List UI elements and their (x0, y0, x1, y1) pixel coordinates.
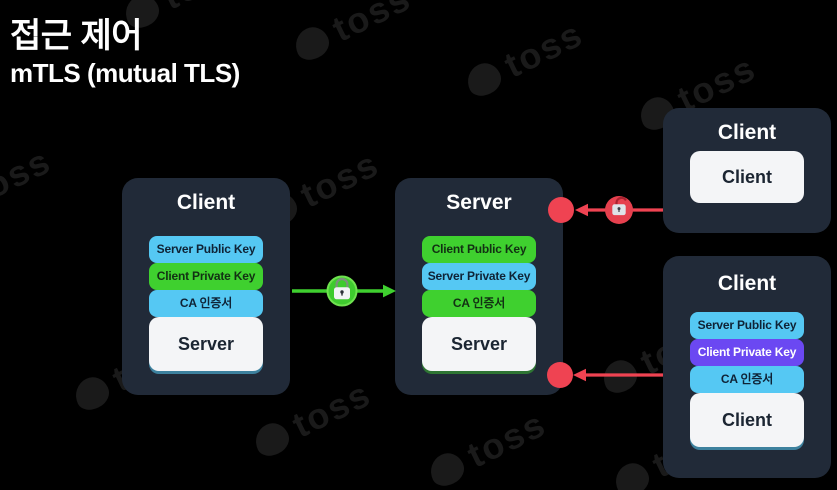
toss-logo-icon (609, 457, 654, 490)
key-row-ca-cert: CA 인증서 (422, 290, 536, 317)
client-left-box: Client Server Public Key Client Private … (122, 178, 290, 395)
server-middle-key-stack: Client Public Key Server Private Key CA … (422, 236, 536, 371)
server-middle-title: Server (446, 191, 512, 214)
toss-watermark-text: toss (156, 0, 248, 18)
toss-watermark: toss (422, 403, 553, 490)
client-bottom-right-key-stack: Server Public Key Client Private Key CA … (690, 312, 804, 447)
secure-connection-arrow (292, 275, 396, 307)
key-row-client-private-key: Client Private Key (149, 263, 263, 290)
key-row-server-private-key: Server Private Key (422, 263, 536, 290)
toss-watermark-text: toss (0, 139, 58, 213)
toss-watermark: toss (287, 0, 418, 69)
toss-watermark-text: toss (497, 12, 590, 86)
toss-logo-icon (69, 371, 114, 415)
toss-logo-icon (461, 57, 506, 101)
toss-watermark-text: toss (293, 142, 386, 216)
key-row-server-public-key: Server Public Key (149, 236, 263, 263)
client-top-right-title: Client (717, 121, 777, 144)
client-bottom-right-title: Client (717, 272, 777, 295)
toss-logo-icon (249, 417, 294, 461)
client-top-right-card: Client (690, 151, 804, 203)
toss-watermark-text: toss (460, 402, 553, 476)
client-left-title: Client (176, 191, 236, 214)
toss-watermark-text: toss (285, 372, 378, 446)
client-bottom-right-card: Client (690, 393, 804, 447)
toss-logo-icon (289, 21, 334, 65)
toss-logo-icon (424, 447, 469, 490)
lock-open-icon (605, 196, 633, 224)
page-subtitle: mTLS (mutual TLS) (10, 58, 240, 88)
client-top-right-box: Client Client (663, 108, 831, 233)
server-middle-box: Server Client Public Key Server Private … (395, 178, 563, 395)
server-middle-target-card: Server (422, 317, 536, 371)
key-row-client-public-key: Client Public Key (422, 236, 536, 263)
page-title: 접근 제어 (10, 17, 143, 55)
toss-logo-icon (597, 354, 642, 398)
key-row-ca-cert: CA 인증서 (149, 290, 263, 317)
key-row-client-private-key: Client Private Key (690, 339, 804, 366)
lock-closed-icon (326, 275, 358, 307)
toss-watermark: toss (459, 13, 590, 106)
client-left-key-stack: Server Public Key Client Private Key CA … (149, 236, 263, 371)
client-left-target-card: Server (149, 317, 263, 371)
toss-watermark: toss (0, 140, 58, 233)
arrowhead-left-icon (573, 368, 586, 382)
toss-watermark-text: toss (325, 0, 418, 50)
key-row-ca-cert: CA 인증서 (690, 366, 804, 393)
key-row-server-public-key: Server Public Key (690, 312, 804, 339)
arrowhead-left-icon (575, 203, 588, 217)
client-bottom-right-box: Client Server Public Key Client Private … (663, 256, 831, 478)
